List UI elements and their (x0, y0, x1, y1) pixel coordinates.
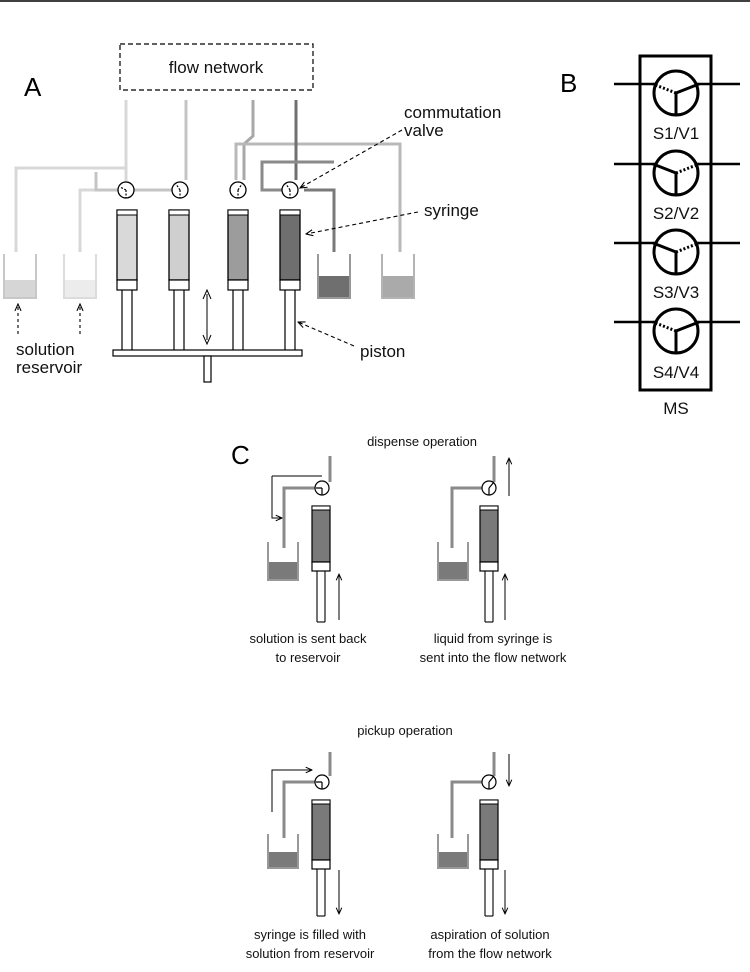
dispense-left-caption-line1: solution is sent back (249, 631, 367, 646)
solution-reservoir-label-line2: reservoir (16, 358, 82, 377)
dispense-right-caption-line1: liquid from syringe is (434, 631, 553, 646)
reservoir-3 (317, 254, 351, 299)
panel-b-label: B (560, 68, 577, 98)
reservoir-4 (381, 254, 415, 299)
tubing-syringe-3 (234, 100, 402, 252)
tubing-syringe-1 (14, 100, 128, 252)
commutation-label-line2: valve (404, 121, 444, 140)
syringe-3 (227, 209, 249, 350)
piston-pointer (298, 322, 355, 347)
valve-label-s1-v1: S1/V1 (653, 124, 699, 143)
panel-a: A flow network (3, 43, 501, 383)
valve-s2-v2 (614, 149, 740, 197)
valve-label-s2-v2: S2/V2 (653, 204, 699, 223)
ms-caption: MS (663, 399, 689, 418)
dispense-right-caption-line2: sent into the flow network (420, 650, 567, 665)
piston-label: piston (360, 342, 405, 361)
valve-4 (281, 181, 299, 199)
valve-label-s3-v3: S3/V3 (653, 283, 699, 302)
valve-s4-v4 (614, 307, 740, 355)
pickup-right-diagram (437, 752, 509, 917)
valve-3 (229, 181, 247, 199)
flow-network-label: flow network (169, 58, 264, 77)
dispense-title: dispense operation (367, 434, 477, 449)
valve-1 (117, 181, 135, 199)
solution-reservoir-label-line1: solution (16, 340, 75, 359)
valve-s3-v3 (614, 228, 740, 276)
piston-bar (112, 349, 303, 383)
dispense-left-diagram (267, 456, 339, 623)
pickup-left-diagram (267, 752, 339, 917)
panel-c-label: C (231, 440, 250, 470)
tubing-syringe-4 (260, 100, 336, 252)
panel-c: C dispense operation pickup operation (231, 434, 567, 961)
syringe-label: syringe (424, 201, 479, 220)
piston-motion-arrow (202, 288, 212, 346)
pickup-right-caption-line1: aspiration of solution (430, 927, 549, 942)
valve-s1-v1 (614, 69, 740, 117)
reservoir-2 (63, 254, 97, 299)
pickup-title: pickup operation (357, 723, 452, 738)
dispense-right-diagram (437, 456, 509, 623)
reservoir-1 (3, 254, 37, 299)
panel-b: B S1/V1 S2/V2 S3/V3 S4/V4 (560, 54, 740, 418)
syringe-pointer (306, 211, 419, 234)
commutation-label-line1: commutation (404, 103, 501, 122)
flow-network-box (119, 43, 314, 91)
pickup-left-caption-line1: syringe is filled with (254, 927, 366, 942)
syringe-2 (168, 209, 190, 350)
syringe-4 (279, 209, 301, 350)
panel-a-label: A (24, 72, 42, 102)
commutation-pointer (300, 129, 403, 188)
pickup-right-caption-line2: from the flow network (428, 946, 552, 961)
tubing-syringe-2 (94, 100, 188, 192)
ms-box (638, 54, 713, 392)
valve-2 (171, 181, 189, 199)
syringe-1 (116, 209, 138, 350)
dispense-left-caption-line2: to reservoir (275, 650, 341, 665)
pickup-left-caption-line2: solution from reservoir (246, 946, 375, 961)
valve-label-s4-v4: S4/V4 (653, 363, 699, 382)
